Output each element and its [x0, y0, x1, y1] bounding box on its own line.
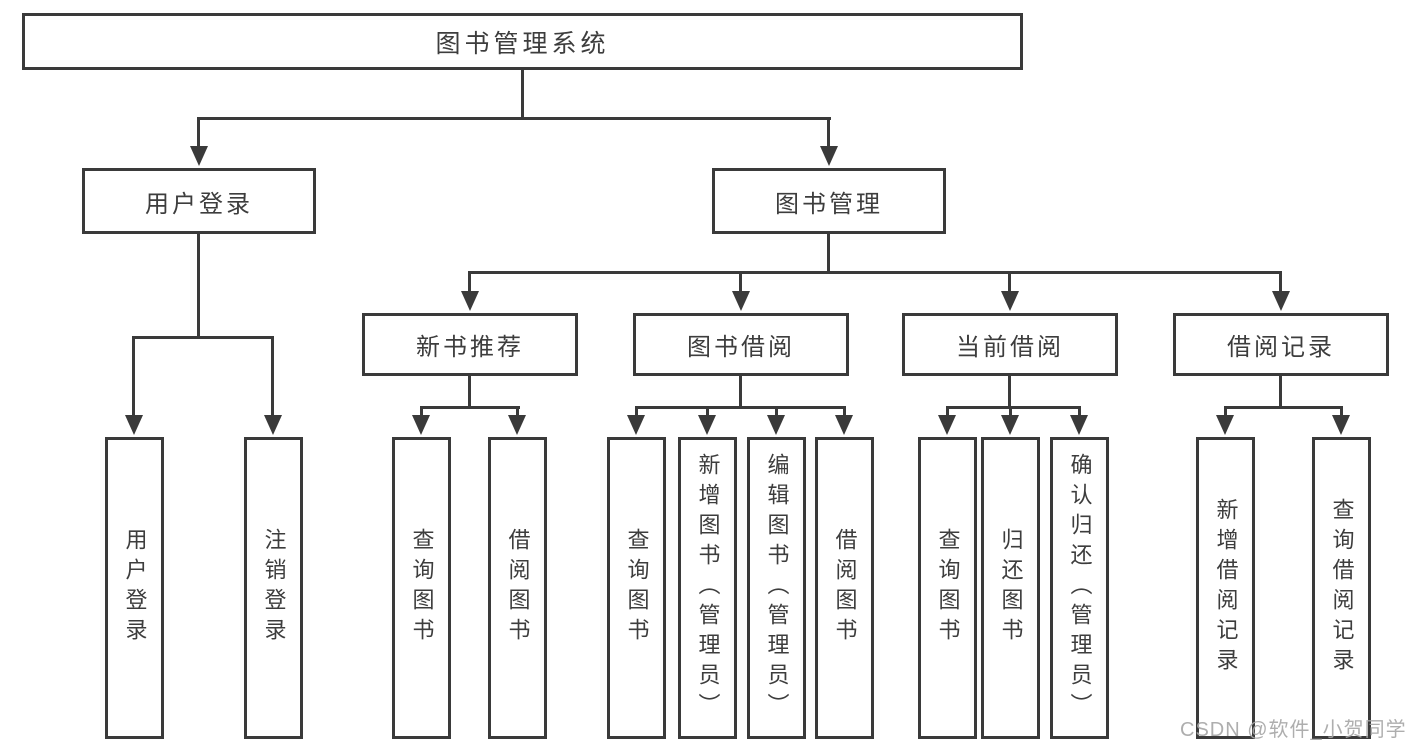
arrowhead-return-book-icon	[1001, 415, 1019, 435]
csdn-watermark: CSDN @软件_小贺同学	[1180, 719, 1405, 741]
arrowhead-leaf-user-login-icon	[125, 415, 143, 435]
node-library-system-label: 图书管理系统	[435, 29, 610, 58]
node-leaf-logout: 注销登录	[244, 437, 303, 739]
node-leaf-add-borrow-record: 新增借阅记录	[1196, 437, 1255, 739]
arrowhead-add-book-icon	[698, 415, 716, 435]
connector-borrowing-records-stem	[1279, 376, 1282, 409]
arrowhead-book-borrowing-icon	[732, 291, 750, 311]
connector-drop-edit-book	[775, 406, 778, 418]
connector-current-borrowing-rail	[946, 406, 1081, 409]
node-leaf-add-book-admin-label: 新增图书（管理员）	[695, 453, 721, 723]
connector-drop-leaf-user-login	[132, 336, 135, 418]
connector-drop-borrow-books-recommend	[516, 406, 519, 418]
connector-drop-query-books-borrowing	[635, 406, 638, 418]
connector-book-borrowing-rail	[635, 406, 846, 409]
connector-root-rail	[197, 117, 831, 120]
node-leaf-edit-book-admin: 编辑图书（管理员）	[747, 437, 806, 739]
arrowhead-borrow-books-icon	[835, 415, 853, 435]
connector-drop-current-borrowing	[1008, 271, 1011, 294]
node-user-login: 用户登录	[82, 168, 316, 234]
arrowhead-user-login-icon	[190, 146, 208, 166]
connector-drop-return-book	[1009, 406, 1012, 418]
arrowhead-query-borrow-record-icon	[1332, 415, 1350, 435]
node-leaf-return-book: 归还图书	[981, 437, 1040, 739]
connector-drop-confirm-return	[1078, 406, 1081, 418]
connector-current-borrowing-stem	[1008, 376, 1011, 409]
connector-root-stem	[521, 70, 524, 120]
node-leaf-add-book-admin: 新增图书（管理员）	[678, 437, 737, 739]
node-leaf-borrow-books-label: 借阅图书	[832, 528, 858, 648]
node-leaf-confirm-return-admin-label: 确认归还（管理员）	[1067, 453, 1093, 723]
node-leaf-edit-book-admin-label: 编辑图书（管理员）	[764, 453, 790, 723]
arrowhead-edit-book-icon	[767, 415, 785, 435]
node-leaf-query-books-borrowing: 查询图书	[607, 437, 666, 739]
arrowhead-confirm-return-icon	[1070, 415, 1088, 435]
arrowhead-query-books-recommend-icon	[412, 415, 430, 435]
node-leaf-query-books-current: 查询图书	[918, 437, 977, 739]
connector-new-book-rail	[420, 406, 520, 409]
node-new-book-recommendation-label: 新书推荐	[416, 334, 524, 361]
connector-book-management-rail	[468, 271, 1282, 274]
node-leaf-logout-label: 注销登录	[261, 528, 287, 648]
node-leaf-query-books-borrowing-label: 查询图书	[624, 528, 650, 648]
node-current-borrowing: 当前借阅	[902, 313, 1118, 376]
node-leaf-add-borrow-record-label: 新增借阅记录	[1213, 498, 1239, 678]
node-leaf-return-book-label: 归还图书	[998, 528, 1024, 648]
arrowhead-book-management-icon	[820, 146, 838, 166]
connector-book-borrowing-stem	[739, 376, 742, 409]
node-leaf-query-books-recommend-label: 查询图书	[409, 528, 435, 648]
node-borrowing-records-label: 借阅记录	[1227, 334, 1335, 361]
arrowhead-add-borrow-record-icon	[1216, 415, 1234, 435]
node-current-borrowing-label: 当前借阅	[956, 334, 1064, 361]
connector-drop-query-books-recommend	[420, 406, 423, 418]
connector-drop-query-borrow-record	[1340, 406, 1343, 418]
connector-drop-borrow-books	[843, 406, 846, 418]
node-user-login-label: 用户登录	[145, 190, 253, 218]
arrowhead-current-borrowing-icon	[1001, 291, 1019, 311]
node-leaf-query-borrow-record-label: 查询借阅记录	[1329, 498, 1355, 678]
connector-drop-book-borrowing	[739, 271, 742, 294]
connector-book-management-stem	[827, 234, 830, 274]
node-leaf-borrow-books-recommend-label: 借阅图书	[505, 528, 531, 648]
arrowhead-query-books-current-icon	[938, 415, 956, 435]
node-book-management: 图书管理	[712, 168, 946, 234]
connector-borrowing-records-rail	[1224, 406, 1343, 409]
node-leaf-user-login-label: 用户登录	[122, 528, 148, 648]
node-leaf-query-books-recommend: 查询图书	[392, 437, 451, 739]
connector-drop-add-borrow-record	[1224, 406, 1227, 418]
connector-drop-add-book	[706, 406, 709, 418]
arrowhead-borrow-books-recommend-icon	[508, 415, 526, 435]
arrowhead-query-books-borrowing-icon	[627, 415, 645, 435]
arrowhead-borrowing-records-icon	[1272, 291, 1290, 311]
node-book-management-label: 图书管理	[775, 190, 883, 218]
node-borrowing-records: 借阅记录	[1173, 313, 1389, 376]
connector-new-book-stem	[468, 376, 471, 409]
node-leaf-borrow-books-recommend: 借阅图书	[488, 437, 547, 739]
connector-drop-query-books-current	[946, 406, 949, 418]
node-leaf-query-books-current-label: 查询图书	[935, 528, 961, 648]
connector-user-login-stem	[197, 233, 200, 339]
node-leaf-user-login: 用户登录	[105, 437, 164, 739]
arrowhead-leaf-logout-icon	[264, 415, 282, 435]
node-library-system: 图书管理系统	[22, 13, 1023, 70]
node-book-borrowing: 图书借阅	[633, 313, 849, 376]
node-leaf-confirm-return-admin: 确认归还（管理员）	[1050, 437, 1109, 739]
node-book-borrowing-label: 图书借阅	[687, 334, 795, 361]
connector-drop-borrowing-records	[1279, 271, 1282, 294]
node-leaf-borrow-books: 借阅图书	[815, 437, 874, 739]
node-new-book-recommendation: 新书推荐	[362, 313, 578, 376]
connector-drop-book-management	[827, 117, 830, 150]
connector-drop-leaf-logout	[271, 336, 274, 418]
arrowhead-new-book-icon	[461, 291, 479, 311]
connector-user-login-rail	[132, 336, 274, 339]
node-leaf-query-borrow-record: 查询借阅记录	[1312, 437, 1371, 739]
connector-drop-new-book	[468, 271, 471, 294]
connector-drop-user-login	[197, 117, 200, 150]
